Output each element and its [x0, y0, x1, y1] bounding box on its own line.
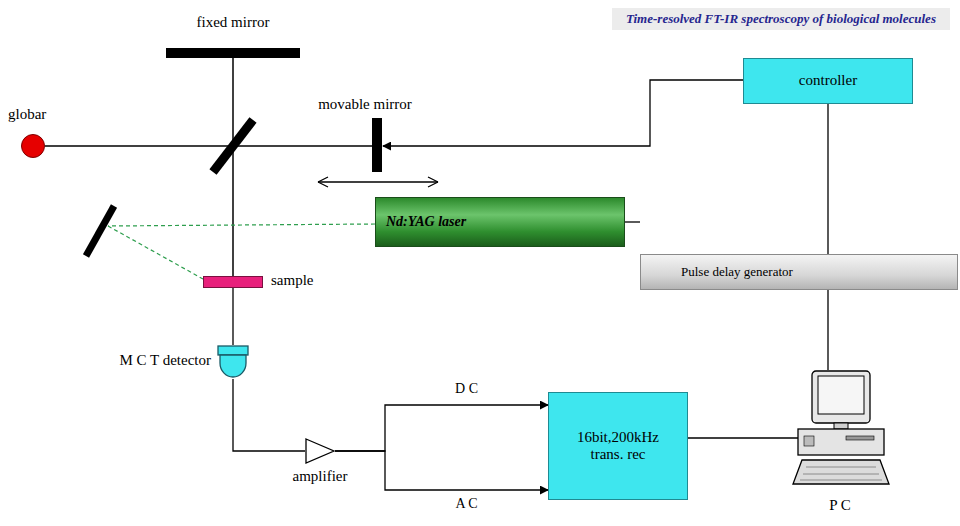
controller-box: controller [743, 58, 913, 104]
amplifier-symbol [305, 438, 335, 464]
laser-beam [108, 224, 375, 226]
part-label: movable mirror [300, 96, 430, 113]
part-label: M C T detector [17, 352, 211, 369]
signal-name: A C [453, 496, 479, 512]
globar-source-shape [21, 134, 45, 158]
pc-computer-symbol [790, 370, 890, 494]
box-label: controller [799, 72, 857, 89]
part-label: P C [780, 497, 900, 514]
mct-detector-symbol [217, 345, 249, 379]
sample-shape [203, 276, 263, 288]
diagram-title: Time-resolved FT-IR spectroscopy of biol… [612, 8, 950, 30]
fixed-mirror: fixed mirror [166, 14, 300, 60]
ir-beam [45, 145, 372, 147]
part-label: sample [271, 272, 314, 289]
travel-arrow [318, 177, 438, 187]
movable-mirror: movable mirror [300, 96, 430, 174]
movable-mirror-shape [372, 118, 382, 172]
globar-source: globar [4, 106, 74, 160]
pulse-delay-generator: Pulse delay generator [640, 254, 958, 290]
laser-box: Nd:YAG laser [375, 197, 625, 247]
part-label: amplifier [270, 468, 370, 485]
signal-connector [827, 290, 828, 370]
laser-beam [108, 226, 203, 279]
signal-connector [232, 288, 233, 345]
sample: sample [203, 272, 333, 292]
box-label: Nd:YAG laser [386, 214, 466, 230]
signal-connector [233, 379, 305, 451]
fixed-mirror-shape [166, 48, 300, 58]
box-label: 16bit,200kHz trans. rec [559, 429, 677, 464]
signal-name: D C [453, 381, 480, 397]
amplifier: amplifier [270, 436, 370, 490]
part-label: globar [8, 106, 46, 123]
box-label: Pulse delay generator [681, 265, 793, 280]
ir-beam [232, 58, 234, 276]
signal-connector [335, 451, 548, 490]
signal-connector [827, 104, 828, 254]
part-label: fixed mirror [166, 14, 300, 31]
pc-computer: P C [780, 370, 900, 518]
beam-splitter [213, 120, 253, 172]
mct-detector: M C T detector [17, 342, 253, 382]
laser-mirror [86, 206, 114, 256]
transient-recorder: 16bit,200kHz trans. rec [548, 392, 688, 500]
signal-connector [625, 221, 640, 222]
signal-connector [335, 405, 548, 451]
signal-connector [383, 80, 743, 146]
